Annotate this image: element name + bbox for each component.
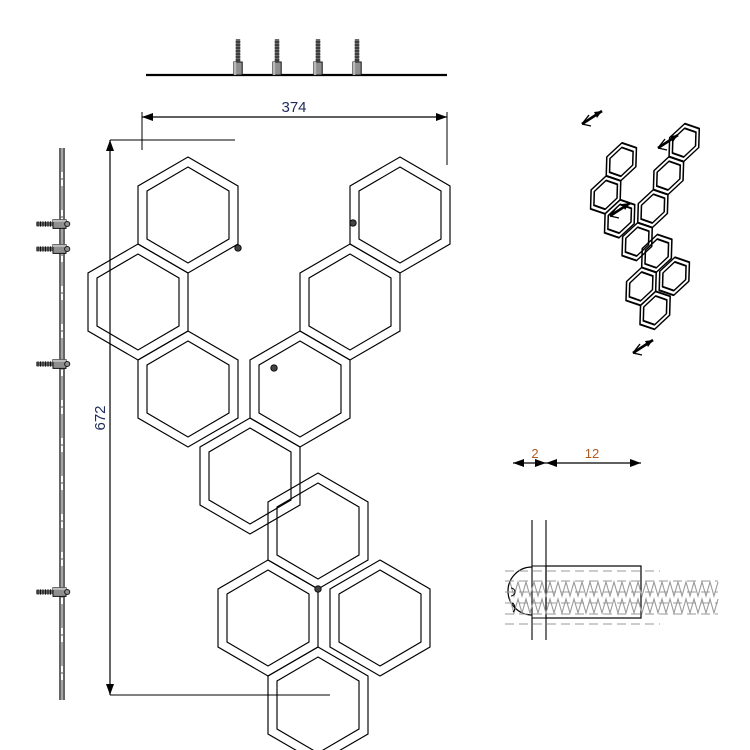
screw-detail-section [505,520,719,640]
screw-head-slot [510,587,516,613]
side-screw-4 [35,587,71,597]
dimension-shank-length-label: 12 [585,446,599,461]
hex-cell [249,330,351,448]
side-screw-2 [35,244,71,254]
hex-cell [299,243,401,361]
top-view-mounting-rail [146,38,447,77]
dimension-height-672: 672 [92,139,330,696]
hex-cell [267,646,369,750]
dimension-detail-group: 2 12 [513,446,641,467]
iso-hex-cell [658,256,691,297]
front-view-honeycomb-panel [87,156,451,750]
hex-cell [137,156,239,274]
iso-screw-4 [631,338,655,357]
iso-hex-cell [625,266,657,307]
screw-thread-hatch [505,570,719,625]
mount-point [234,244,242,252]
dimension-width-374: 374 [141,99,448,165]
iso-screw-2 [656,133,680,152]
top-screw-4 [352,38,362,76]
iso-screw-1 [580,109,604,128]
iso-hex-cell [621,221,654,262]
iso-hex-cell [639,290,671,331]
hex-cell [267,472,369,590]
hex-cell [329,559,431,677]
hex-cell [137,330,239,448]
dimension-height-label: 672 [92,405,109,430]
dimension-width-label: 374 [281,99,306,116]
iso-screw-group [580,109,680,357]
side-screw-1 [35,219,71,229]
hex-cell [349,156,451,274]
left-side-view-rail [35,148,71,700]
top-screw-2 [272,38,282,76]
hex-cell [217,559,319,677]
mount-point [314,585,322,593]
hex-cell [199,417,301,535]
isometric-view-honeycomb-panel [589,122,701,331]
top-screw-3 [313,38,323,76]
iso-hex-cell [603,198,636,239]
hex-cell [87,243,189,361]
top-screw-1 [233,38,243,76]
mount-point [270,364,278,372]
dimension-head-thickness-label: 2 [531,446,538,461]
side-screw-3 [35,359,71,369]
mount-point [349,219,357,227]
